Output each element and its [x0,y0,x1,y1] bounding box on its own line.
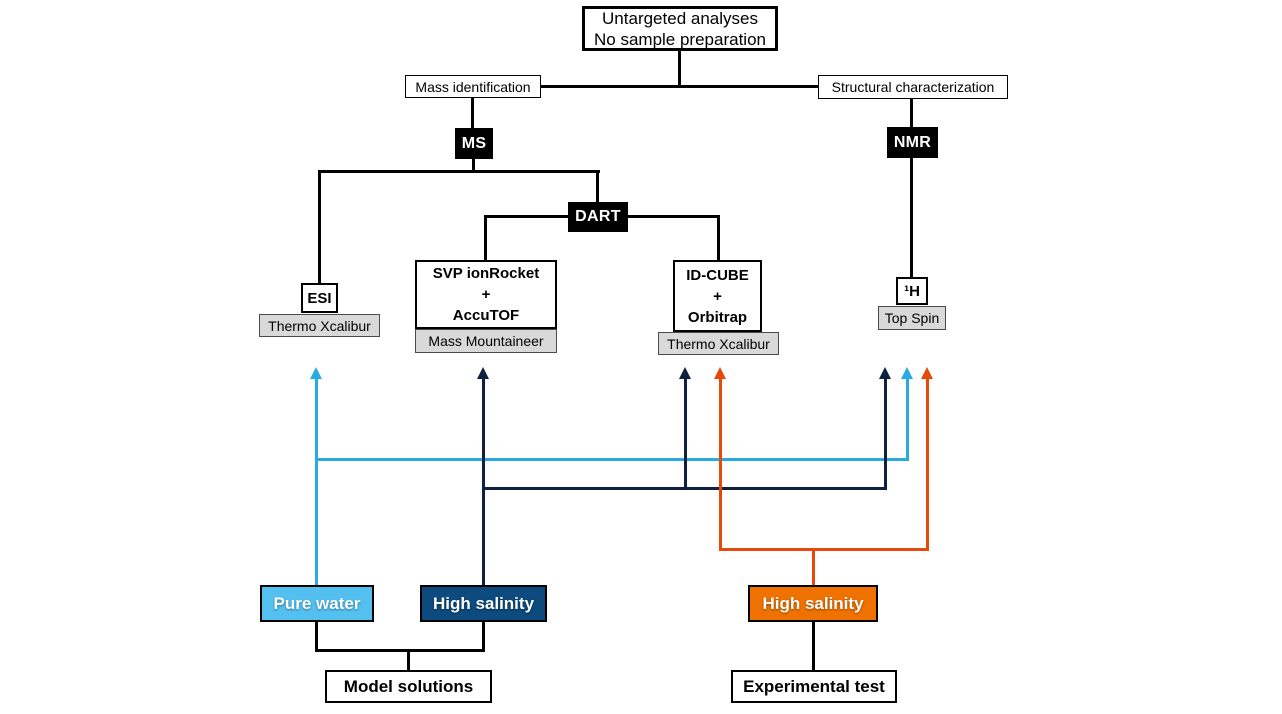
software-label: Top Spin [884,310,940,326]
connector [471,97,474,128]
connector [812,621,815,670]
node-esi: ESI [301,283,338,313]
node-line: Untargeted analyses [602,8,758,28]
node-line: + [481,286,491,303]
arrow-up-icon [921,367,933,379]
connector [315,621,318,652]
node-label: MS [461,134,487,152]
node-dart: DART [568,202,628,232]
arrow-up-icon [310,367,322,379]
node-label: ¹H [904,282,920,300]
software-top-spin: Top Spin [878,306,946,330]
connector [627,215,719,218]
node-nmr: NMR [887,127,938,158]
arrow-up-icon [901,367,913,379]
sample-high-salinity-experimental: High salinity [748,585,878,622]
high-salinity-exp-line [719,548,929,551]
node-idcube-orbitrap: ID-CUBE + Orbitrap [673,260,762,332]
connector [910,157,913,278]
node-label: Mass identification [415,78,531,95]
node-model-solutions: Model solutions [325,670,492,703]
high-salinity-model-line [482,377,485,585]
sample-high-salinity-model: High salinity [420,585,547,622]
connector [407,651,410,670]
sample-label: Pure water [273,593,361,613]
node-label: Experimental test [743,676,885,696]
connector [315,649,485,652]
node-line: SVP ionRocket [432,265,540,282]
node-experimental-test: Experimental test [731,670,897,703]
software-thermo-xcalibur-idcube: Thermo Xcalibur [658,332,779,355]
software-thermo-xcalibur-esi: Thermo Xcalibur [259,314,380,337]
node-line: Orbitrap [687,308,748,326]
software-label: Mass Mountaineer [428,333,544,349]
node-mass-identification: Mass identification [405,75,541,98]
node-line: + [713,287,722,305]
high-salinity-model-line [684,377,687,490]
node-line: No sample preparation [594,29,766,49]
node-structural-characterization: Structural characterization [818,75,1008,99]
pure-water-line [906,377,909,461]
connector [486,215,570,218]
node-line: AccuTOF [452,307,520,324]
connector [678,50,681,87]
node-label: DART [575,208,621,225]
connector [318,170,600,173]
node-untargeted-analyses: Untargeted analyses No sample preparatio… [582,6,778,51]
connector [484,215,487,260]
node-label: ESI [307,289,332,307]
connector [472,158,475,172]
arrow-up-icon [714,367,726,379]
software-mass-mountaineer: Mass Mountaineer [415,329,557,353]
arrow-up-icon [477,367,489,379]
pure-water-line [315,377,318,585]
pure-water-line [315,458,909,461]
arrow-up-icon [679,367,691,379]
high-salinity-exp-line [812,548,815,586]
connector [318,170,321,283]
sample-label: High salinity [432,593,535,613]
node-label: Structural characterization [831,79,995,95]
sample-label: High salinity [762,593,864,613]
node-svp-ionrocket-accutof: SVP ionRocket + AccuTOF [415,260,557,329]
sample-pure-water: Pure water [260,585,374,622]
connector [540,85,819,88]
software-label: Thermo Xcalibur [268,317,371,334]
arrow-up-icon [879,367,891,379]
node-proton-nmr: ¹H [896,277,928,305]
node-ms: MS [455,128,493,159]
connector [717,215,720,260]
connector [910,98,913,127]
connector [596,170,599,203]
node-label: NMR [893,133,932,151]
high-salinity-exp-line [719,377,722,551]
high-salinity-model-line [884,377,887,490]
node-label: Model solutions [343,676,474,696]
connector [482,621,485,652]
software-label: Thermo Xcalibur [667,335,770,352]
high-salinity-exp-line [926,377,929,551]
node-line: ID-CUBE [686,266,749,284]
